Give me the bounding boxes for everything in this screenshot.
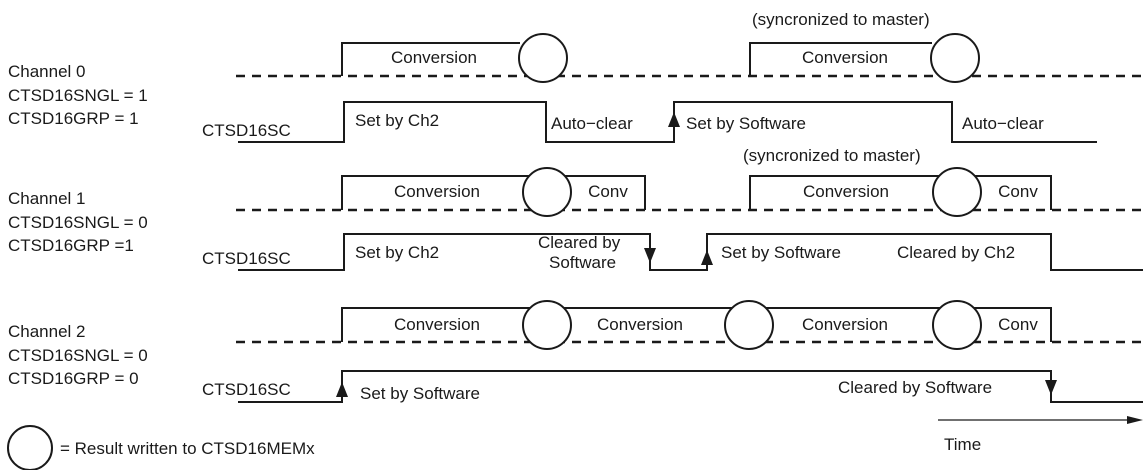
channel-0-sngl: CTSD16SNGL = 1 [8, 86, 148, 105]
channel-0-result-circle-1 [518, 33, 568, 83]
channel-2-conversion-label-1: Conversion [394, 315, 480, 334]
channel-0-conversion-label-2: Conversion [802, 48, 888, 67]
channel-1-ctsd16sc-waveform [238, 233, 1143, 271]
channel-2-conversion-label-4: Conv [998, 315, 1038, 334]
channel-1-set-arrow [701, 250, 713, 265]
legend: = Result written to CTSD16MEMx [7, 425, 315, 470]
channel-0-conversion-box-2 [749, 42, 932, 76]
channel-1-result-circle-1 [522, 167, 572, 217]
channel-1-signal-name: CTSD16SC [202, 249, 291, 268]
channel-1-grp: CTSD16GRP =1 [8, 236, 134, 255]
legend-result-circle [7, 425, 53, 470]
channel-2-result-circle-1 [522, 300, 572, 350]
channel-1-sngl: CTSD16SNGL = 0 [8, 213, 148, 232]
time-axis: Time [938, 416, 1143, 454]
channel-2-conversion-label-2: Conversion [597, 315, 683, 334]
time-axis-arrowhead [1127, 416, 1143, 424]
channel-2-name: Channel 2 [8, 322, 86, 341]
channel-0-conversion-box-1 [341, 42, 520, 76]
channel-0-ctsd16sc-waveform [238, 101, 1097, 143]
channel-0-name: Channel 0 [8, 62, 86, 81]
channel-2-result-circle-3 [932, 300, 982, 350]
channel-0-conversion-label-1: Conversion [391, 48, 477, 67]
channel-1-annotation-cleared-by-ch2: Cleared by Ch2 [897, 243, 1015, 262]
channel-2-annotation-cleared-by-software: Cleared by Software [838, 378, 992, 397]
channel-1-annotation-set-by-software: Set by Software [721, 243, 841, 262]
channel-2-group: Channel 2 CTSD16SNGL = 0 CTSD16GRP = 0 C… [8, 300, 1143, 403]
channel-1-annotation-software: Software [549, 253, 616, 272]
channel-2-result-circle-2 [724, 300, 774, 350]
channel-0-annotation-auto-clear-2: Auto−clear [962, 114, 1044, 133]
channel-1-clear-arrow [644, 248, 656, 263]
channel-2-annotation-set-by-software: Set by Software [360, 384, 480, 403]
time-axis-label: Time [944, 435, 981, 454]
channel-1-conversion-label-3: Conversion [803, 182, 889, 201]
channel-2-clear-arrow [1045, 380, 1057, 395]
channel-2-ctsd16sc-waveform [238, 370, 1143, 403]
channel-0-annotation-set-by-ch2: Set by Ch2 [355, 111, 439, 130]
channel-1-group: Channel 1 CTSD16SNGL = 0 CTSD16GRP =1 (s… [8, 146, 1143, 272]
channel-0-set-arrow [668, 112, 680, 127]
channel-1-conversion-label-4: Conv [998, 182, 1038, 201]
channel-1-conversion-label-1: Conversion [394, 182, 480, 201]
channel-1-conversion-label-2: Conv [588, 182, 628, 201]
channel-0-signal-name: CTSD16SC [202, 121, 291, 140]
channel-0-sync-note: (syncronized to master) [752, 10, 930, 29]
channel-1-annotation-set-by-ch2: Set by Ch2 [355, 243, 439, 262]
channel-2-conversion-label-3: Conversion [802, 315, 888, 334]
legend-text: = Result written to CTSD16MEMx [60, 439, 315, 458]
channel-1-conversion-box-2 [749, 175, 1052, 210]
channel-0-grp: CTSD16GRP = 1 [8, 109, 139, 128]
channel-1-name: Channel 1 [8, 189, 86, 208]
channel-2-sngl: CTSD16SNGL = 0 [8, 346, 148, 365]
channel-1-sync-note: (syncronized to master) [743, 146, 921, 165]
channel-1-result-circle-2 [932, 167, 982, 217]
channel-0-annotation-auto-clear-1: Auto−clear [551, 114, 633, 133]
channel-1-conversion-box-1 [341, 175, 646, 210]
channel-2-set-arrow [336, 382, 348, 397]
channel-0-annotation-set-by-software: Set by Software [686, 114, 806, 133]
channel-2-grp: CTSD16GRP = 0 [8, 369, 139, 388]
channel-1-annotation-cleared-by: Cleared by [538, 233, 621, 252]
channel-2-conversion-box [341, 307, 1052, 342]
channel-0-group: Channel 0 CTSD16SNGL = 1 CTSD16GRP = 1 (… [8, 10, 1143, 143]
channel-0-result-circle-2 [930, 33, 980, 83]
channel-2-signal-name: CTSD16SC [202, 380, 291, 399]
